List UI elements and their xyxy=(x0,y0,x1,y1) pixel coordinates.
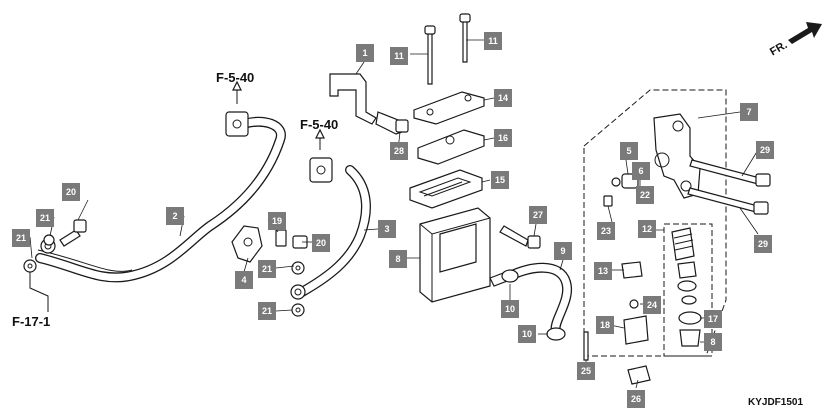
plate-16 xyxy=(417,129,485,165)
callout-8: 8 xyxy=(704,333,722,351)
joint-block xyxy=(225,111,249,137)
callout-1: 1 xyxy=(356,44,374,62)
callout-19: 19 xyxy=(268,212,286,230)
callout-2: 2 xyxy=(166,207,184,225)
callout-4: 4 xyxy=(235,271,253,289)
callout-16: 16 xyxy=(494,129,512,147)
callout-25: 25 xyxy=(577,362,595,380)
callout-6: 6 xyxy=(632,162,650,180)
callout-20: 20 xyxy=(62,183,80,201)
callout-12: 12 xyxy=(638,220,656,238)
callout-21: 21 xyxy=(12,229,30,247)
callout-20: 20 xyxy=(312,234,330,252)
callout-10: 10 xyxy=(518,325,536,343)
brake-hose-3 xyxy=(297,165,371,297)
piston-kit-12 xyxy=(671,227,702,347)
callout-23: 23 xyxy=(597,222,615,240)
callout-9: 9 xyxy=(554,242,572,260)
callout-21: 21 xyxy=(36,209,54,227)
callout-24: 24 xyxy=(643,296,661,314)
callout-26: 26 xyxy=(627,390,645,408)
ref-label: F-5-40 xyxy=(216,70,255,85)
callout-3: 3 xyxy=(378,220,396,238)
callout-14: 14 xyxy=(494,89,512,107)
reservoir-tank-8 xyxy=(419,207,511,303)
callout-13: 13 xyxy=(594,262,612,280)
callout-21: 21 xyxy=(258,302,276,320)
callout-8: 8 xyxy=(389,250,407,268)
callout-28: 28 xyxy=(390,142,408,160)
callout-29: 29 xyxy=(754,235,772,253)
callout-27: 27 xyxy=(529,206,547,224)
callout-10: 10 xyxy=(501,300,519,318)
diagram-code: KYJDF1501 xyxy=(748,397,804,408)
joint-block-2 xyxy=(309,157,333,183)
brake-hose-2 xyxy=(35,116,286,283)
callout-29: 29 xyxy=(756,141,774,159)
callout-18: 18 xyxy=(596,316,614,334)
cap-14 xyxy=(413,91,485,125)
callout-22: 22 xyxy=(636,186,654,204)
callout-11: 11 xyxy=(390,47,408,65)
bracket-1 xyxy=(329,73,377,125)
clamp-4 xyxy=(231,225,263,263)
callout-7: 7 xyxy=(740,103,758,121)
callout-17: 17 xyxy=(704,310,722,328)
callout-21: 21 xyxy=(258,260,276,278)
callout-5: 5 xyxy=(620,142,638,160)
ref-label: F-5-40 xyxy=(300,117,339,132)
callout-11: 11 xyxy=(484,32,502,50)
callout-15: 15 xyxy=(491,171,509,189)
ref-label: F-17-1 xyxy=(12,314,51,329)
